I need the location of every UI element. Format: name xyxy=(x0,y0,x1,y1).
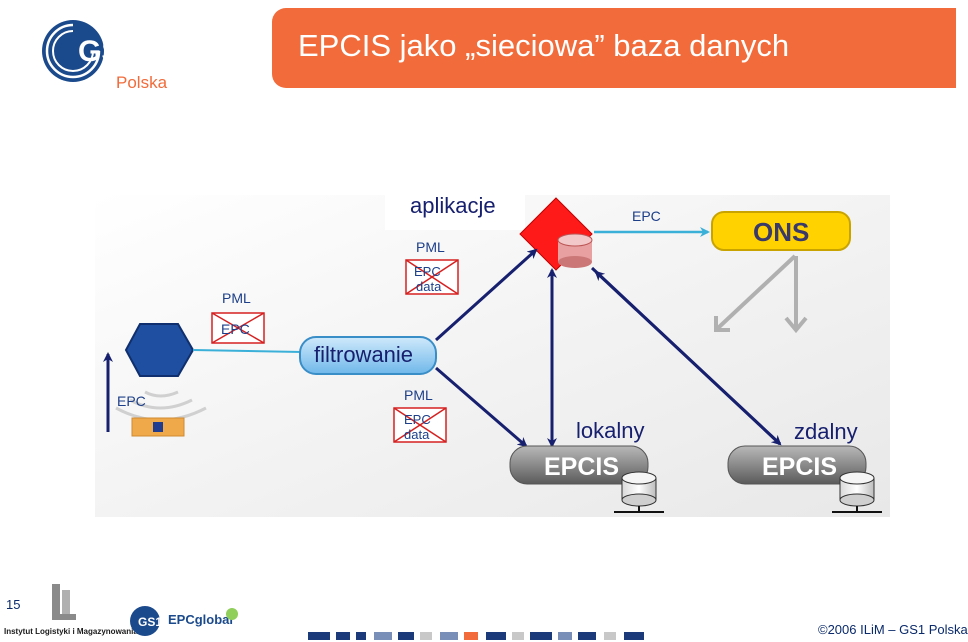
gs1-logo-text: GS1 xyxy=(78,35,138,68)
page-number: 15 xyxy=(6,597,21,612)
ons-box xyxy=(711,211,851,251)
ons-label: ONS xyxy=(753,217,809,247)
gs1-small-text: GS1 xyxy=(138,615,162,629)
ilim-logo: Instytut Logistyki i Magazynowania xyxy=(4,584,138,636)
pml-label-reader: PML xyxy=(222,290,251,306)
epc-data-bottom: EPC xyxy=(404,412,431,427)
remote-epcis-box xyxy=(727,445,867,485)
rfid-tag-chip xyxy=(153,422,163,432)
pml-label-bottom: PML xyxy=(404,387,433,403)
remote-label: zdalny xyxy=(794,419,858,444)
rf-wave-1 xyxy=(144,390,179,398)
label-backdrop xyxy=(385,190,525,230)
brand-subtitle: Polska xyxy=(116,73,168,92)
remote-epcis: EPCIS xyxy=(727,445,882,513)
ons-response-arrow-1 xyxy=(716,254,797,330)
local-epcis: EPCIS xyxy=(509,445,664,513)
remote-epcis-db-icon xyxy=(839,471,875,485)
title-bar xyxy=(272,8,956,88)
rf-wave-2 xyxy=(129,398,193,410)
footer-stripe xyxy=(308,632,644,640)
local-label: lokalny xyxy=(576,418,645,443)
remote-epcis-to-app-arrow xyxy=(594,270,782,446)
filter-to-local-epcis-arrow xyxy=(435,366,528,448)
local-epcis-db-icon xyxy=(621,471,657,485)
reader-hexagon xyxy=(124,323,195,377)
data-bottom: data xyxy=(404,427,430,442)
local-epcis-label: EPCIS xyxy=(544,453,619,481)
filtering-label: filtrowanie xyxy=(314,342,414,367)
epc-tag-label: EPC xyxy=(117,393,146,409)
epcglobal-text: EPCglobal xyxy=(168,612,233,627)
gs1-logo: GS1 xyxy=(42,20,138,82)
pml-label-top: PML xyxy=(416,239,445,255)
epc-data-top: EPC xyxy=(414,264,441,279)
filter-box xyxy=(299,336,437,375)
local-epcis-box xyxy=(509,445,649,485)
data-top: data xyxy=(416,279,442,294)
application-db-top xyxy=(557,233,593,247)
epc-in-pml-reader: EPC xyxy=(221,321,250,337)
remote-epcis-label: EPCIS xyxy=(762,453,837,481)
slide-title: EPCIS jako „sieciowa” baza danych xyxy=(298,28,790,63)
copyright-text: ©2006 ILiM – GS1 Polska xyxy=(818,622,968,637)
filter-to-app-arrow xyxy=(434,248,538,342)
applications-label: aplikacje xyxy=(410,193,496,218)
gs1-epcglobal-logo: GS1 EPCglobal xyxy=(130,606,238,636)
epc-query-label: EPC xyxy=(632,208,661,224)
application-node xyxy=(519,197,593,271)
reader-to-filter-link xyxy=(192,349,303,353)
rfid-reader xyxy=(115,323,207,437)
institute-text: Instytut Logistyki i Magazynowania xyxy=(4,627,138,636)
